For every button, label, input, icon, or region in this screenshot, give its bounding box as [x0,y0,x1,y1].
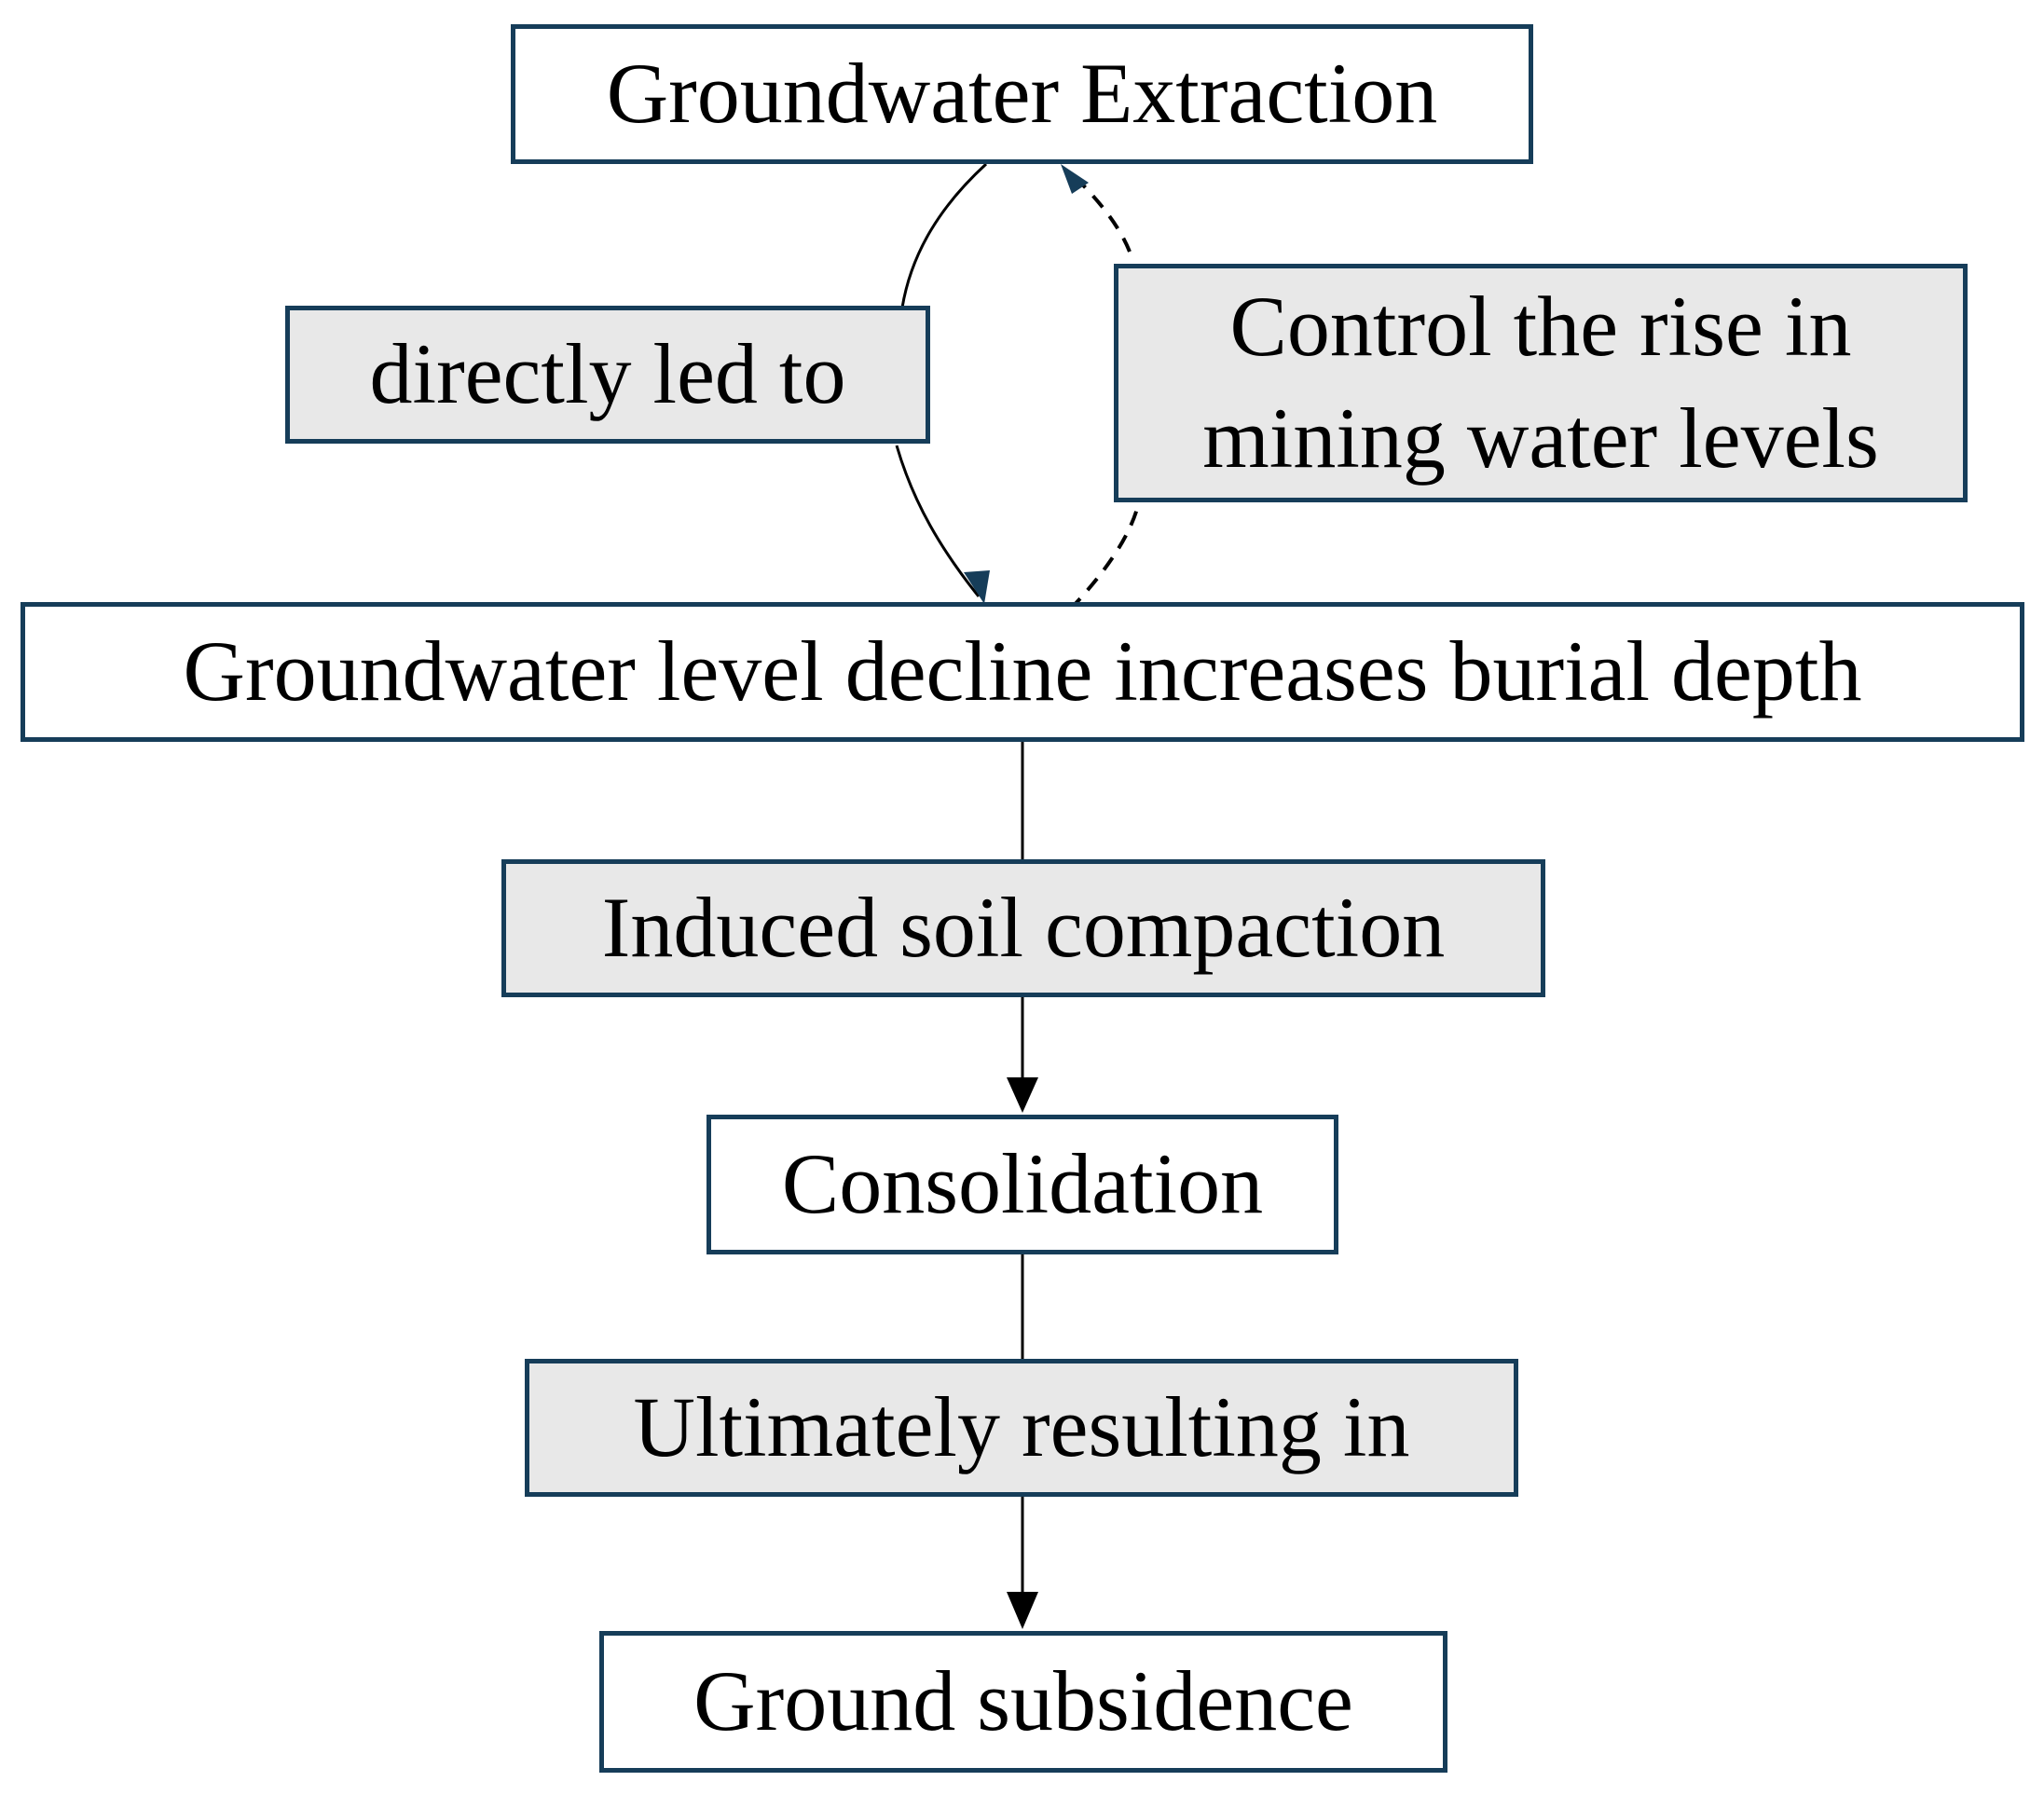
label-ultimately-resulting-in: Ultimately resulting in [525,1359,1518,1497]
node-consolidation: Consolidation [706,1115,1338,1254]
node-consolidation-text: Consolidation [781,1136,1264,1232]
arrowhead-into-consolidation [1007,1077,1038,1113]
label-induced-soil-compaction: Induced soil compaction [501,859,1545,997]
node-groundwater-level-decline: Groundwater level decline increases buri… [21,602,2024,742]
label-directly-led-to-text: directly led to [369,326,846,422]
label-directly-led-to: directly led to [285,306,930,444]
arrowhead-into-subsidence [1007,1592,1038,1629]
arrowhead-into-extraction [1061,164,1089,194]
label-control-water-levels: Control the rise in mining water levels [1114,264,1968,502]
label-induced-soil-compaction-text: Induced soil compaction [601,880,1446,976]
node-ground-subsidence: Ground subsidence [599,1631,1447,1773]
node-groundwater-level-decline-text: Groundwater level decline increases buri… [183,623,1862,719]
node-groundwater-extraction: Groundwater Extraction [511,24,1533,164]
label-control-line-2: mining water levels [1202,391,1879,486]
label-control-line-1: Control the rise in [1229,279,1852,375]
arrowhead-into-decline [964,570,990,604]
curved-arrow-extraction-to-decline [895,162,988,597]
label-ultimately-resulting-in-text: Ultimately resulting in [633,1379,1410,1475]
node-ground-subsidence-text: Ground subsidence [693,1653,1353,1749]
node-groundwater-extraction-text: Groundwater Extraction [606,46,1438,142]
